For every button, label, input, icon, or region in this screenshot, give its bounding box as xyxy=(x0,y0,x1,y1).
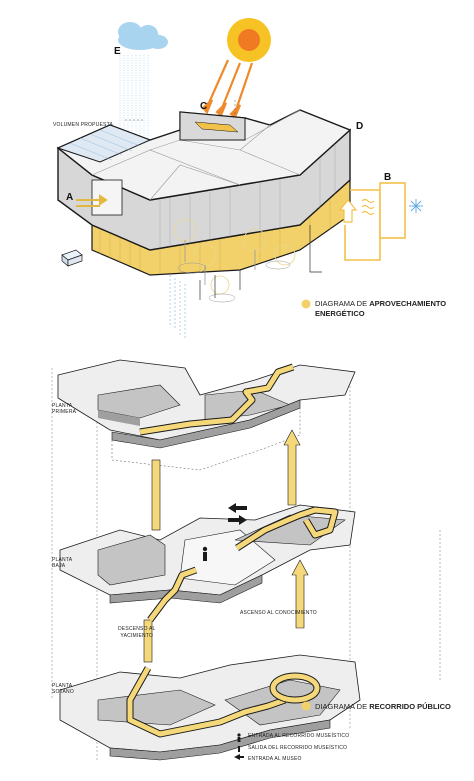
route-path-first xyxy=(139,363,295,436)
legend-bar-icon xyxy=(238,746,240,752)
cloud-icon xyxy=(118,22,168,50)
arrow-right-icon xyxy=(228,515,247,525)
legend-route-dot xyxy=(301,701,311,711)
wave-icon xyxy=(361,198,375,216)
vertical-connections xyxy=(143,429,309,663)
rain-lines xyxy=(119,55,149,190)
marker-b: B xyxy=(384,172,392,183)
legend-item-exit: SALIDA DEL RECORRIDO MUSEÍSTICO xyxy=(248,745,348,751)
building-volume xyxy=(56,109,352,276)
marker-a: A xyxy=(66,192,74,203)
sun-icon xyxy=(227,18,271,62)
route-path-basement xyxy=(126,666,321,738)
sun-ray-arrows xyxy=(201,59,254,119)
legend-energy-dot xyxy=(301,299,311,309)
volume-label: VOLUMEN PROPUESTA xyxy=(53,122,113,128)
legend-item-museum-entry: ENTRADA AL MUSEO xyxy=(248,756,302,762)
snowflake-icon xyxy=(409,199,423,213)
legend-energy-title: DIAGRAMA DE APROVECHAMIENTO ENERGÉTICO xyxy=(315,299,447,318)
legend-arrow-icon xyxy=(234,754,244,760)
legend-item-entry: ENTRADA AL RECORRIDO MUSEÍSTICO xyxy=(248,733,350,739)
legend-person-icon xyxy=(237,733,241,742)
marker-c: C xyxy=(200,101,208,112)
person-icon xyxy=(202,546,208,561)
route-path-ground xyxy=(147,506,339,623)
annotation-ascent: ASCENSO AL CONOCIMIENTO xyxy=(240,610,317,616)
entrance-arrows xyxy=(228,503,247,525)
first-floor-slab xyxy=(57,359,356,471)
arrow-left-icon xyxy=(228,503,247,513)
geothermal-circuit xyxy=(338,182,423,261)
marker-d: D xyxy=(356,121,364,132)
marker-e: E xyxy=(114,46,121,57)
ground-floor-slab xyxy=(59,504,356,604)
legend-route-title: DIAGRAMA DE RECORRIDO PÚBLICO xyxy=(315,702,451,711)
leader-lines xyxy=(125,100,236,121)
